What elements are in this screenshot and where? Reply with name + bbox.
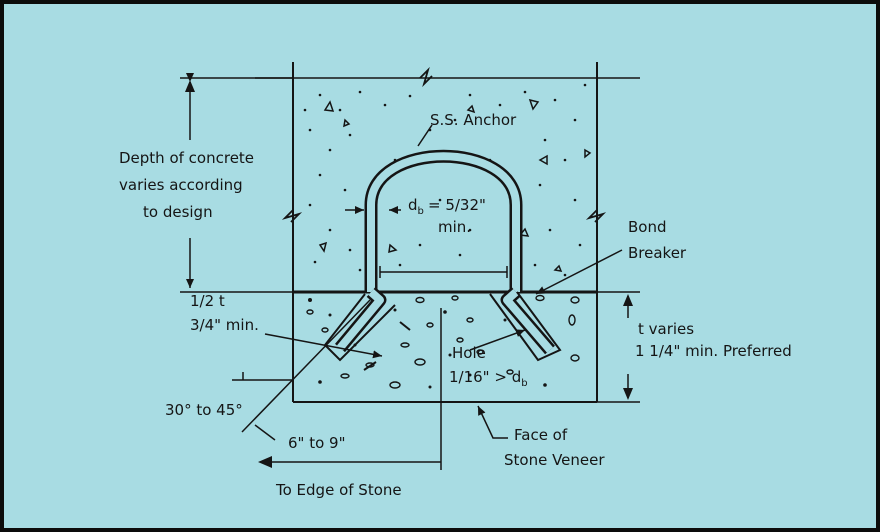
distance-label: 6" to 9" — [288, 434, 345, 452]
edge-label: To Edge of Stone — [275, 481, 402, 499]
half-t-label: 1/2 t — [190, 292, 225, 310]
concrete-block — [255, 62, 640, 402]
half-t-leader — [264, 333, 383, 359]
db-value-label: = 5/32" — [428, 196, 486, 214]
depth-label-3: to design — [143, 203, 213, 221]
inner-width-dimension — [379, 266, 508, 278]
hole-leader — [469, 329, 526, 351]
stone-dots — [308, 298, 547, 389]
stone-speckles — [306, 294, 580, 389]
embed-marks — [363, 321, 411, 371]
drilled-holes — [323, 291, 562, 362]
edge-dimension — [254, 308, 442, 470]
depth-label-2: varies according — [119, 176, 243, 194]
anchor-label: S.S. Anchor — [430, 111, 517, 129]
depth-label-1: Depth of concrete — [119, 149, 254, 167]
bond-label-1: Bond — [628, 218, 667, 236]
angle-lines — [232, 299, 371, 433]
hole-size-label: 1/16" > db — [449, 368, 528, 389]
ss-anchor — [364, 149, 523, 292]
hole-size-text: 1/16" > d — [449, 368, 521, 386]
db-symbol: db — [408, 196, 424, 217]
face-label-1: Face of — [514, 426, 568, 444]
hole-size-d: b — [521, 378, 527, 389]
bond-label-2: Breaker — [628, 244, 687, 262]
bond-breaker-leader — [535, 249, 623, 295]
anchor-legs — [335, 287, 555, 355]
db-symbol-sub: b — [418, 206, 424, 217]
t-varies-label: t varies — [638, 320, 694, 338]
db-min-label: min. — [438, 218, 471, 236]
break-marks — [281, 66, 607, 223]
depth-dimension — [180, 73, 293, 293]
angle-label: 30° to 45° — [165, 401, 243, 419]
db-symbol-d: d — [408, 196, 418, 214]
anchor-leader — [417, 124, 433, 147]
half-t-min-label: 3/4" min. — [190, 316, 259, 334]
face-leader — [477, 405, 508, 439]
concrete-aggregate — [303, 83, 587, 277]
t-arrows — [623, 294, 633, 400]
t-min-label: 1 1/4" min. Preferred — [635, 342, 792, 360]
t-dimension — [597, 291, 640, 403]
face-label-2: Stone Veneer — [504, 451, 605, 469]
edge-arrow — [258, 456, 272, 468]
hole-label: Hole — [452, 344, 486, 362]
depth-arrow-top — [185, 80, 195, 92]
